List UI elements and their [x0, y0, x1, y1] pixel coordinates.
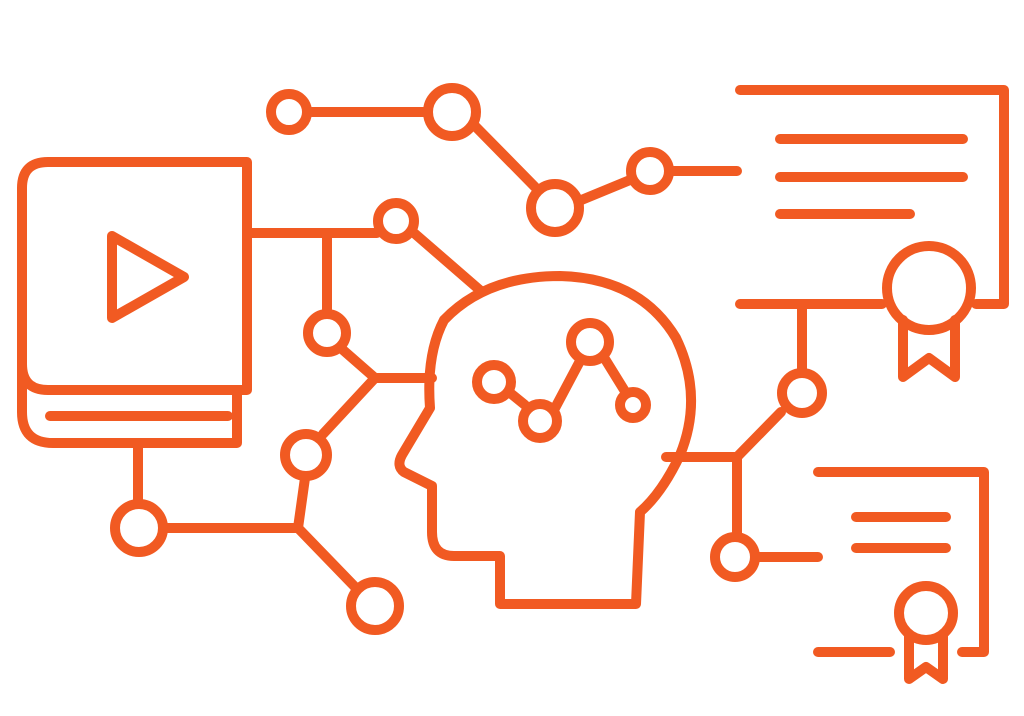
head-outline: [394, 271, 696, 609]
diploma-ribbon-icon: [904, 629, 948, 684]
connector-left-branches: [318, 230, 437, 439]
diploma-text-lines: [851, 512, 951, 553]
network-nodes: [110, 83, 827, 635]
diploma-seal-icon: [894, 581, 958, 645]
play-icon: [107, 231, 189, 323]
certificate-icon: [735, 85, 1009, 382]
connector-right: [661, 303, 823, 562]
brain-chart-line: [504, 354, 631, 415]
brain-chart-node: [566, 318, 614, 366]
certificate-seal-icon: [882, 241, 976, 335]
certificate-ribbon-icon: [898, 315, 960, 382]
network-node-icon: [110, 499, 168, 557]
connector-book-to-head: [243, 228, 487, 297]
network-node-icon: [373, 198, 419, 244]
network-node-icon: [777, 368, 827, 418]
video-book-icon: [17, 157, 252, 448]
diploma-frame: [813, 467, 989, 657]
diploma-icon: [813, 467, 989, 684]
network-node-icon: [266, 89, 312, 135]
network-node-icon: [423, 83, 481, 141]
certificate-text-lines: [775, 134, 968, 219]
network-node-icon: [280, 429, 332, 481]
brain-chart-node: [472, 360, 516, 404]
network-node-icon: [526, 179, 584, 237]
network-node-icon: [626, 147, 674, 195]
network-node-icon: [346, 577, 404, 635]
network-node-icon: [303, 309, 351, 357]
connector-bottom-left: [133, 441, 362, 594]
certificate-frame: [735, 85, 1009, 309]
brain-chart-node: [518, 399, 562, 443]
network-connectors: [133, 107, 823, 594]
brain-head-icon: [394, 271, 696, 609]
connector-top-chain: [307, 107, 742, 206]
book-cover: [17, 157, 252, 395]
network-node-icon: [710, 532, 760, 582]
book-pages: [17, 359, 242, 448]
brain-chart-node: [615, 387, 651, 423]
